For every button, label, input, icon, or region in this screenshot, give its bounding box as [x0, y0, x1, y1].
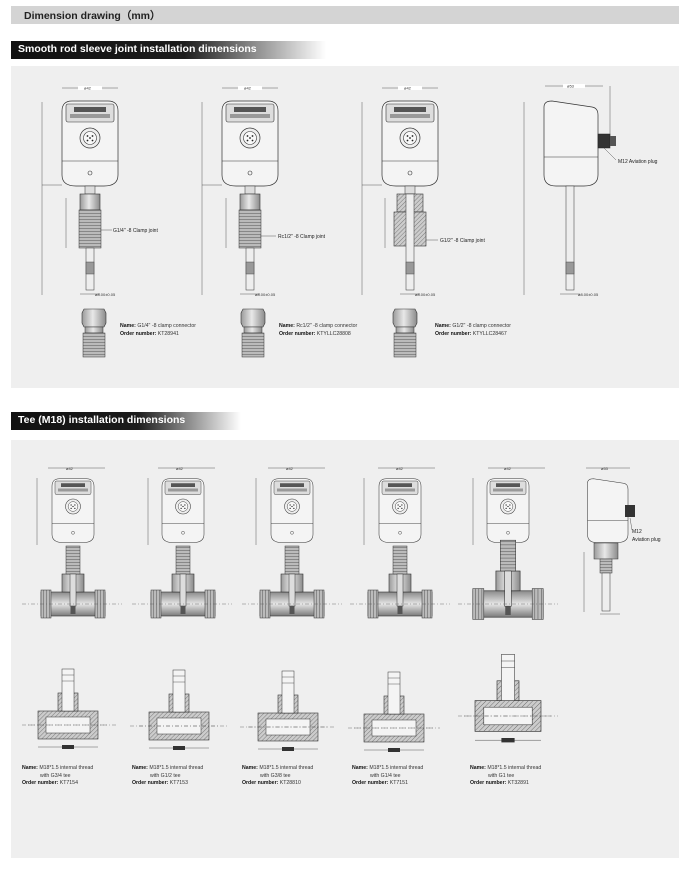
connector-image-3 — [392, 308, 418, 358]
svg-text:ø42: ø42 — [244, 86, 252, 91]
sensor-drawing-3: ø42 G1/2" -8 Clamp joint ø8.00±0.05 — [361, 86, 485, 297]
sensor-drawing-2: ø42 Rc1/2" -8 Clamp joint ø8.00±0.05 — [201, 86, 326, 297]
sensor-drawing-1: ø42 G1/4" -8 Clamp joint ø8.00±0.05 — [41, 86, 158, 297]
joint-label-1: G1/4" -8 Clamp joint — [113, 228, 158, 234]
section2-header: Tee (M18) installation dimensions — [11, 412, 241, 430]
svg-text:ø8.00±0.05: ø8.00±0.05 — [95, 292, 116, 297]
svg-text:ø53: ø53 — [567, 84, 575, 89]
connector-image-1 — [81, 308, 107, 358]
svg-text:ø8.00±0.05: ø8.00±0.05 — [415, 292, 436, 297]
svg-text:ø42: ø42 — [396, 466, 404, 471]
sensor-side-view: ø53 M12 Aviation plug ø8.00±0.05 — [523, 84, 658, 297]
svg-text:ø42: ø42 — [404, 86, 412, 91]
page-title: Dimension drawing（mm） — [24, 10, 161, 22]
svg-text:ø42: ø42 — [176, 466, 184, 471]
joint-label-3: G1/2" -8 Clamp joint — [440, 238, 485, 244]
section1-title: Smooth rod sleeve joint installation dim… — [18, 43, 257, 55]
tee-caption-3: Name: M18*1.5 internal thread with G3/8 … — [242, 765, 314, 786]
svg-text:ø8.00±0.05: ø8.00±0.05 — [255, 292, 276, 297]
tee-caption-5: Name: M18*1.5 internal thread with G1 te… — [470, 765, 542, 786]
connector-caption-3: Name: G1/2" -8 clamp connector Order num… — [435, 323, 511, 337]
section2-title: Tee (M18) installation dimensions — [18, 414, 186, 426]
svg-text:ø42: ø42 — [66, 466, 74, 471]
tee-caption-2: Name: M18*1.5 internal thread with G1/2 … — [132, 765, 204, 786]
svg-text:ø8.00±0.05: ø8.00±0.05 — [578, 292, 599, 297]
svg-text:ø42: ø42 — [84, 86, 92, 91]
header-bar: Dimension drawing（mm） — [11, 6, 679, 24]
tee-sections-row — [22, 653, 558, 753]
plug-label-2a: M12 — [632, 529, 642, 535]
joint-label-2: Rc1/2" -8 Clamp joint — [278, 234, 326, 240]
svg-text:ø42: ø42 — [504, 466, 512, 471]
plug-label-1: M12 Aviation plug — [618, 159, 658, 165]
connector-caption-1: Name: G1/4" -8 clamp connector Order num… — [120, 323, 196, 337]
plug-label-2b: Aviation plug — [632, 537, 661, 543]
connector-caption-2: Name: Rc1/2" -8 clamp connector Order nu… — [279, 323, 358, 337]
section1-header: Smooth rod sleeve joint installation dim… — [11, 41, 326, 59]
section2-panel — [11, 440, 679, 858]
tee-caption-1: Name: M18*1.5 internal thread with G3/4 … — [22, 765, 94, 786]
tee-sensors-row: ø42 ø42 ø42 ø42 ø42 ø53 — [22, 466, 661, 620]
svg-text:ø53: ø53 — [601, 466, 609, 471]
svg-text:ø42: ø42 — [286, 466, 294, 471]
tee-caption-4: Name: M18*1.5 internal thread with G1/4 … — [352, 765, 424, 786]
connector-image-2 — [240, 308, 266, 358]
